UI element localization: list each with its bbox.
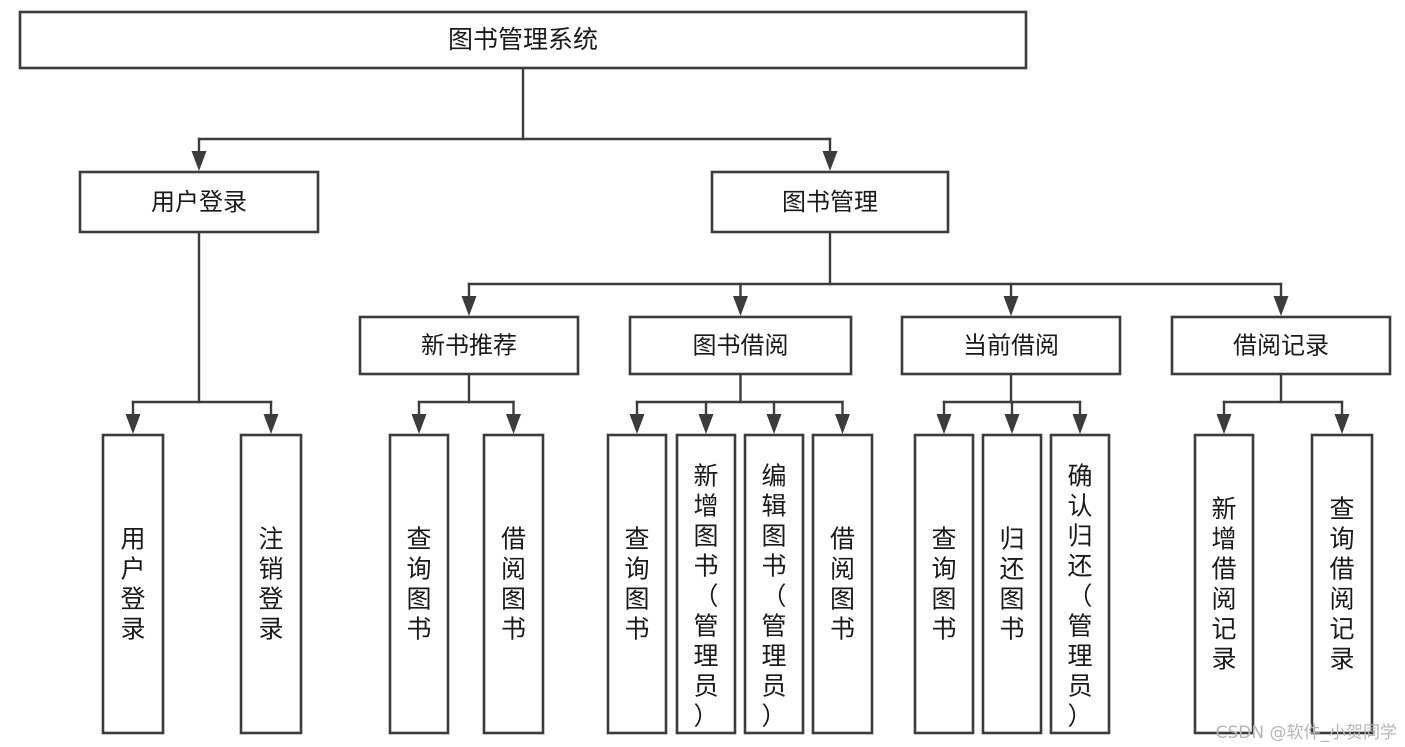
node-label: 注销登录 [258, 524, 283, 643]
node-label: 查询图书 [624, 524, 649, 643]
node-box [606, 433, 668, 735]
node-leaf2[interactable]: 注销登录 [239, 433, 303, 735]
node-login[interactable]: 用户登录 [78, 170, 320, 234]
node-label: 新增借阅记录 [1211, 494, 1236, 673]
node-current[interactable]: 当前借阅 [900, 315, 1122, 376]
node-box [239, 433, 303, 735]
node-box [1170, 315, 1392, 376]
node-leaf3[interactable]: 查询图书 [388, 433, 450, 735]
node-leaf13[interactable]: 查询借阅记录 [1310, 433, 1374, 735]
node-layer: 图书管理系统用户登录图书管理新书推荐图书借阅当前借阅借阅记录用户登录注销登录查询… [18, 10, 1392, 735]
connector-arrowhead [125, 414, 141, 434]
connector-arrowhead [629, 414, 645, 434]
connector-arrowhead [733, 296, 748, 316]
node-borrow[interactable]: 图书借阅 [628, 315, 853, 376]
node-newbook[interactable]: 新书推荐 [358, 315, 580, 376]
node-box [1193, 433, 1255, 735]
node-box [675, 433, 737, 735]
node-label: 借阅记录 [1233, 332, 1329, 360]
node-leaf11[interactable]: 确认归还（管理员） [1049, 433, 1111, 735]
node-label: 图书管理系统 [448, 25, 598, 54]
node-box [18, 10, 1028, 70]
node-label: 查询图书 [931, 524, 956, 643]
connector-arrowhead [1072, 414, 1088, 434]
node-box [388, 433, 450, 735]
connector-arrowhead [1003, 296, 1019, 316]
node-box [743, 433, 805, 735]
node-box [78, 170, 320, 234]
connector-arrowhead [1334, 414, 1350, 434]
node-bookmgr[interactable]: 图书管理 [710, 170, 950, 234]
connector-arrowhead [1216, 414, 1232, 434]
node-label: 当前借阅 [963, 332, 1059, 360]
connector-arrowhead [1004, 414, 1020, 434]
node-leaf12[interactable]: 新增借阅记录 [1193, 433, 1255, 735]
node-label: 图书管理 [782, 188, 878, 216]
node-label: 新增图书（管理员） [693, 461, 718, 730]
node-label: 新书推荐 [421, 332, 517, 360]
node-leaf7[interactable]: 编辑图书（管理员） [743, 433, 805, 735]
node-box [710, 170, 950, 234]
node-label: 编辑图书（管理员） [761, 461, 786, 730]
connector-arrowhead [263, 414, 279, 434]
node-label: 图书借阅 [693, 332, 789, 360]
node-leaf9[interactable]: 查询图书 [913, 433, 975, 735]
connector-arrowhead [698, 414, 714, 434]
node-box [913, 433, 975, 735]
node-box [482, 433, 545, 735]
connector-arrowhead [461, 296, 477, 316]
node-box [811, 433, 874, 735]
connector-arrowhead [191, 151, 207, 171]
node-leaf1[interactable]: 用户登录 [101, 433, 165, 735]
connector-arrowhead [835, 414, 850, 434]
node-leaf4[interactable]: 借阅图书 [482, 433, 545, 735]
node-label: 归还图书 [999, 524, 1024, 643]
node-box [101, 433, 165, 735]
connector-arrowhead [936, 414, 952, 434]
node-label: 借阅图书 [501, 524, 526, 643]
node-box [358, 315, 580, 376]
node-box [628, 315, 853, 376]
node-label: 借阅图书 [830, 524, 855, 643]
connector-arrowhead [822, 151, 838, 171]
watermark-label: CSDN @软件_小贺同学 [1215, 723, 1397, 743]
node-box [900, 315, 1122, 376]
node-root[interactable]: 图书管理系统 [18, 10, 1028, 70]
node-record[interactable]: 借阅记录 [1170, 315, 1392, 376]
node-box [1310, 433, 1374, 735]
connector-arrowhead [1273, 296, 1289, 316]
node-box [981, 433, 1043, 735]
connector-arrowhead [506, 414, 521, 434]
node-leaf10[interactable]: 归还图书 [981, 433, 1043, 735]
node-label: 确认归还（管理员） [1067, 461, 1092, 730]
connector-arrowhead [411, 414, 427, 434]
node-leaf5[interactable]: 查询图书 [606, 433, 668, 735]
node-label: 用户登录 [120, 524, 145, 643]
connector-layer [125, 66, 1350, 434]
node-leaf8[interactable]: 借阅图书 [811, 433, 874, 735]
node-leaf6[interactable]: 新增图书（管理员） [675, 433, 737, 735]
node-label: 用户登录 [151, 188, 247, 216]
node-label: 查询图书 [406, 524, 431, 643]
connector-arrowhead [766, 414, 782, 434]
node-label: 查询借阅记录 [1329, 494, 1354, 673]
node-box [1049, 433, 1111, 735]
